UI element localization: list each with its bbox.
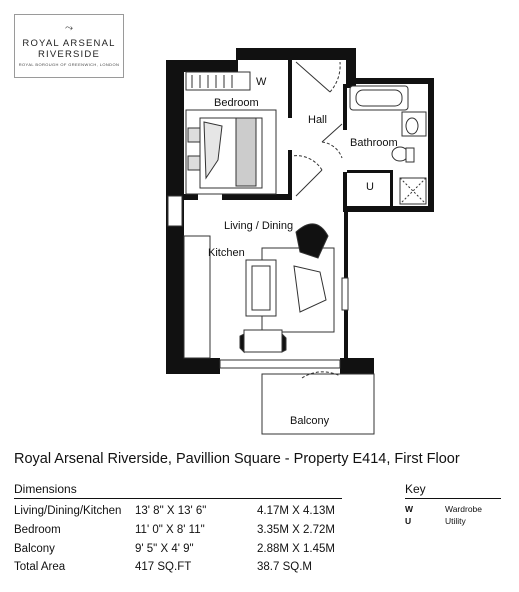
dimension-row: Balcony 9' 5" X 4' 9" 2.88M X 1.45M	[14, 543, 344, 559]
logo-line-3: ROYAL BOROUGH OF GREENWICH, LONDON	[18, 62, 120, 67]
bathroom-fixtures	[349, 85, 427, 205]
dimension-room: Total Area	[14, 561, 66, 573]
room-label-bathroom: Bathroom	[350, 137, 398, 149]
room-label-balcony: Balcony	[290, 415, 330, 427]
dimension-row: Living/Dining/Kitchen 13' 8" X 13' 6" 4.…	[14, 505, 344, 521]
living-furniture	[239, 223, 335, 354]
logo-bird-icon: ⤳	[65, 23, 73, 34]
windows	[167, 195, 349, 369]
key-label: Wardrobe	[445, 504, 483, 514]
room-label-bedroom: Bedroom	[214, 97, 259, 109]
key-divider	[405, 498, 501, 499]
dimension-row: Total Area 417 SQ.FT 38.7 SQ.M	[14, 561, 344, 577]
key-code: W	[405, 504, 414, 514]
dimension-metric: 38.7 SQ.M	[257, 561, 312, 573]
dimension-row: Bedroom 11' 0" X 8' 11" 3.35M X 2.72M	[14, 524, 344, 540]
dimension-imperial: 9' 5" X 4' 9"	[135, 543, 194, 555]
dimension-room: Balcony	[14, 543, 55, 555]
dimensions-heading: Dimensions	[14, 482, 77, 496]
room-label-utility: U	[366, 181, 374, 193]
dimension-room: Living/Dining/Kitchen	[14, 505, 122, 517]
dimension-imperial: 13' 8" X 13' 6"	[135, 505, 207, 517]
kitchen-counter	[183, 235, 211, 359]
key-item: U Utility	[405, 516, 505, 528]
dimension-room: Bedroom	[14, 524, 61, 536]
room-label-kitchen: Kitchen	[208, 247, 245, 259]
dimension-imperial: 11' 0" X 8' 11"	[135, 524, 205, 536]
property-title: Royal Arsenal Riverside, Pavillion Squar…	[14, 451, 460, 467]
dimension-metric: 2.88M X 1.45M	[257, 543, 335, 555]
dimensions-divider	[14, 498, 342, 499]
logo-line-1: ROYAL ARSENAL	[22, 38, 116, 49]
room-label-wardrobe: W	[256, 76, 267, 88]
dimension-metric: 3.35M X 2.72M	[257, 524, 335, 536]
floor-plan: W Bedroom Hall Bathroom U Living / Dinin…	[166, 48, 434, 435]
logo-line-2: RIVERSIDE	[37, 49, 100, 60]
dimension-imperial: 417 SQ.FT	[135, 561, 192, 573]
wardrobe-furniture	[185, 71, 251, 91]
key-heading: Key	[405, 482, 426, 496]
key-code: U	[405, 516, 412, 526]
room-label-hall: Hall	[308, 114, 327, 126]
balcony-outline	[261, 371, 375, 435]
dimension-metric: 4.17M X 4.13M	[257, 505, 335, 517]
bed-furniture	[185, 109, 277, 195]
key-item: W Wardrobe	[405, 504, 505, 516]
room-label-living: Living / Dining	[224, 220, 293, 232]
brand-logo: ⤳ ROYAL ARSENAL RIVERSIDE ROYAL BOROUGH …	[14, 14, 124, 78]
key-label: Utility	[445, 516, 466, 526]
hall-door	[291, 61, 343, 197]
